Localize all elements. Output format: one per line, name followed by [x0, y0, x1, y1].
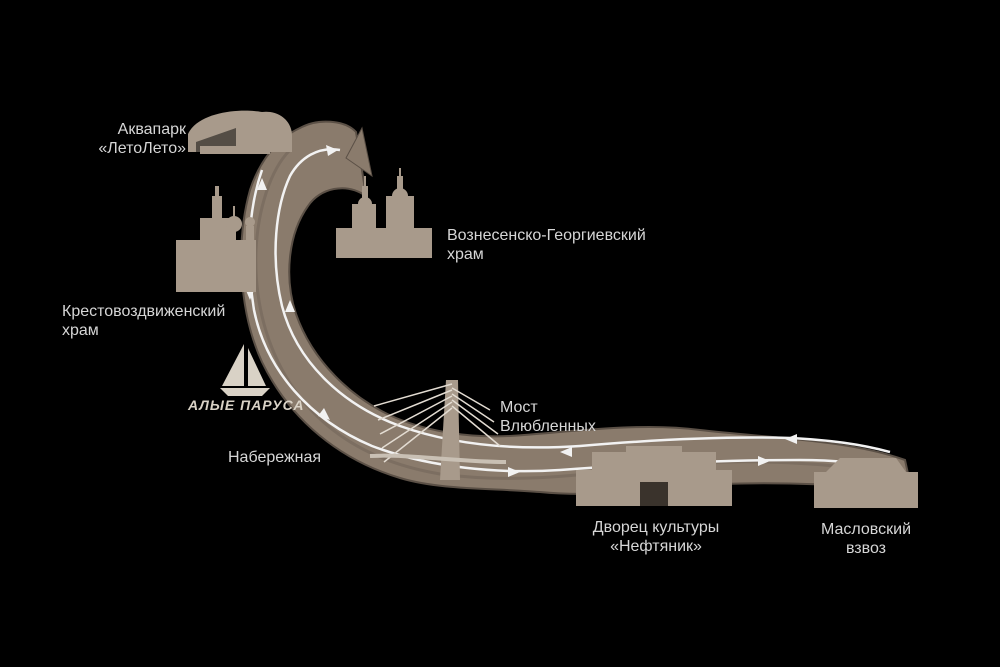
label-krestovozdvizhensky: Крестовоздвиженский храм — [62, 303, 226, 339]
krestovozdvizhensky-church-icon — [176, 186, 256, 292]
lovers-bridge-icon — [369, 380, 507, 480]
route-start-arrow — [345, 126, 373, 178]
route-line-outer — [248, 169, 896, 473]
voznesensky-church-icon — [336, 168, 432, 258]
label-most: Мост Влюбленных — [500, 399, 596, 435]
label-dvorets: Дворец культуры «Нефтяник» — [592, 519, 720, 555]
aquapark-icon — [188, 110, 292, 154]
route-line-inner — [274, 147, 891, 454]
label-aquapark: Аквапарк «ЛетоЛето» — [98, 121, 186, 157]
label-naberezhnaya: Набережная — [228, 449, 322, 466]
sailboat-icon — [220, 344, 270, 396]
palace-of-culture-icon — [576, 446, 732, 506]
route-arrows — [245, 145, 797, 477]
label-maslovsky: Масловский взвоз — [820, 521, 911, 557]
label-voznesensky: Вознесенско-Георгиевский храм — [447, 227, 646, 263]
maslovsky-building-icon — [814, 458, 918, 508]
river — [240, 120, 914, 495]
logo-text: АЛЫЕ ПАРУСА — [188, 397, 305, 413]
